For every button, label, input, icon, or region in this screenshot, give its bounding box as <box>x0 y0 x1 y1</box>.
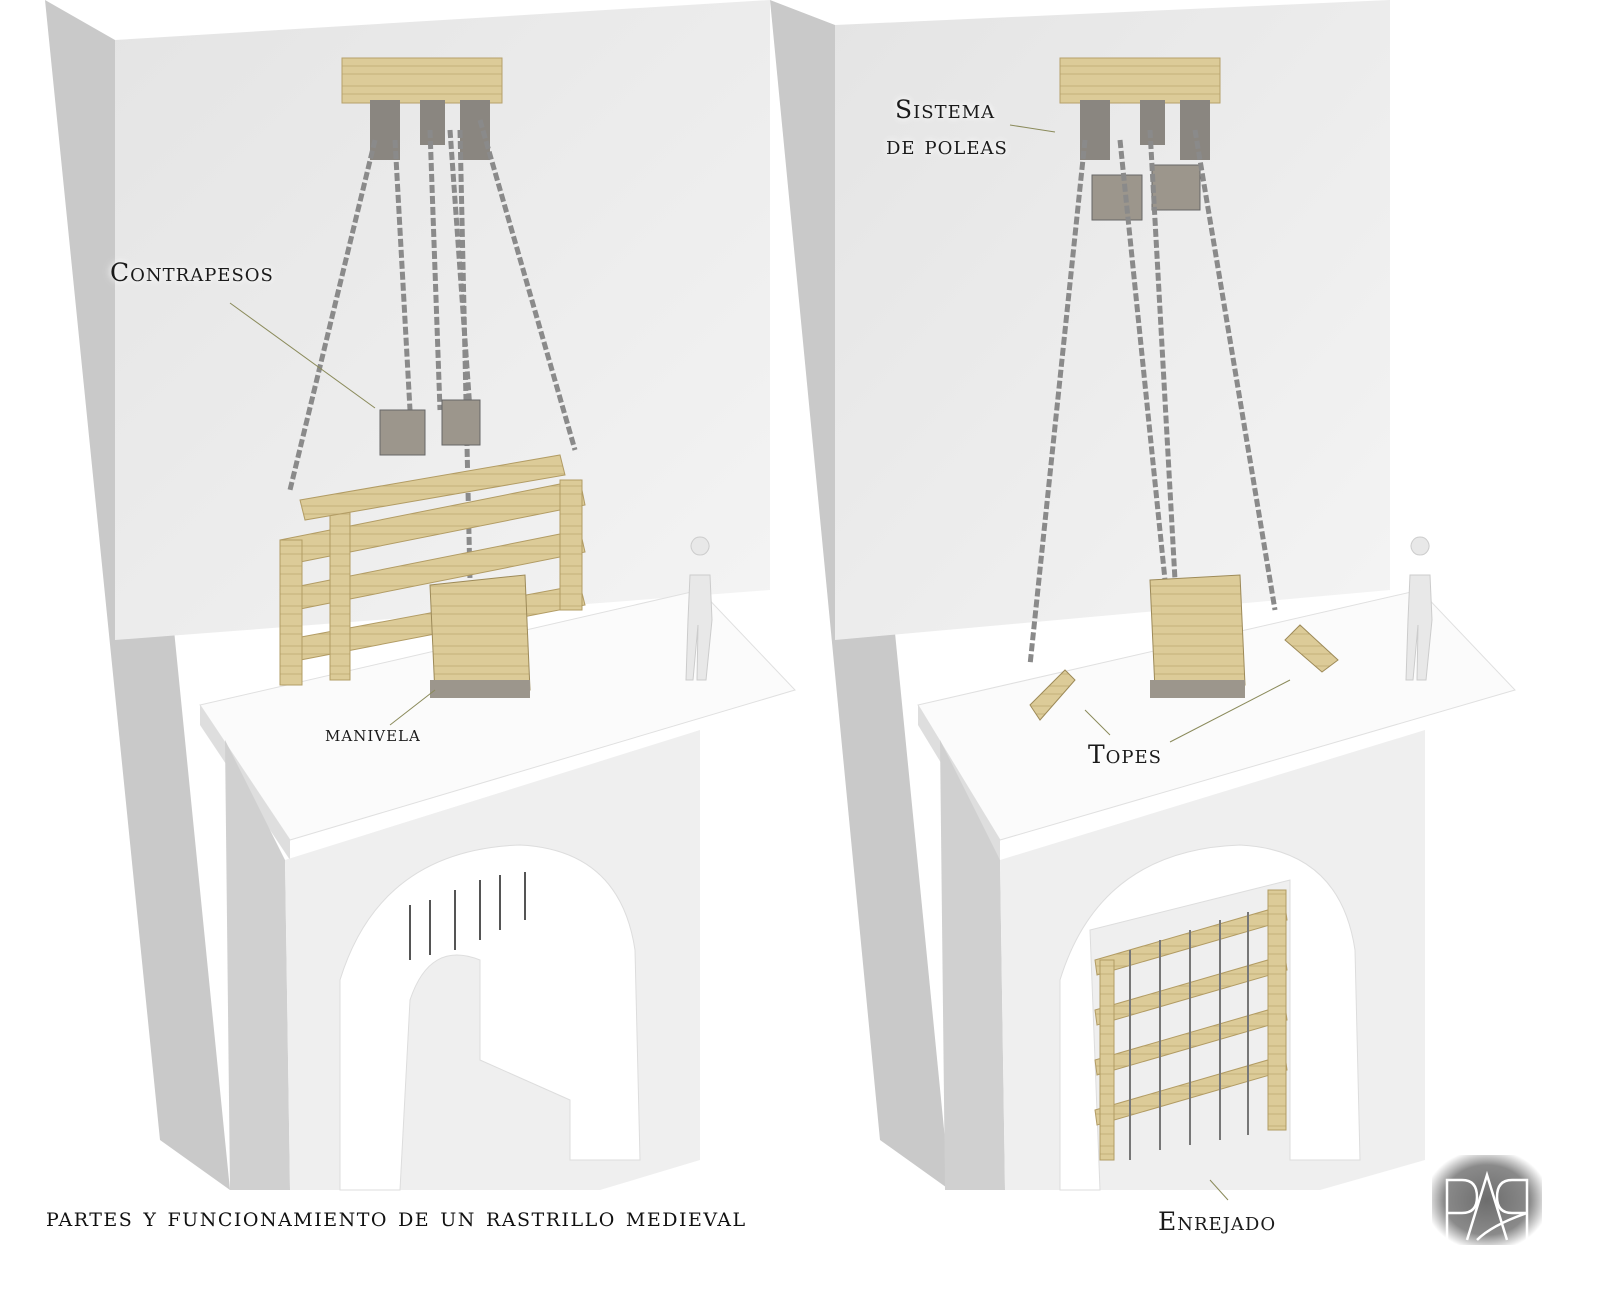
stop-block <box>1029 669 1076 721</box>
pulley-beam <box>341 57 503 160</box>
leader-line <box>229 302 376 409</box>
left-panel-raised <box>45 0 796 1191</box>
crank-winch <box>1149 574 1246 698</box>
portcullis-spikes <box>409 872 526 960</box>
crank-winch <box>429 574 531 698</box>
leader-line <box>389 689 436 726</box>
counterweight <box>1091 174 1143 221</box>
label-crank: manivela <box>325 722 421 747</box>
counterweight <box>379 409 426 456</box>
counterweight <box>441 399 481 446</box>
pulley-beam <box>1059 57 1221 160</box>
label-pulley-system-line2: de poleas <box>886 131 1008 160</box>
chains <box>1027 129 1278 666</box>
person-figure <box>1405 536 1433 681</box>
right-panel-lowered <box>770 0 1516 1201</box>
leader-line <box>1169 679 1291 743</box>
leader-line <box>1084 709 1111 736</box>
label-grating: Enrejado <box>1158 1207 1277 1236</box>
leader-line <box>1209 1179 1229 1201</box>
logo-mark <box>1445 1170 1529 1241</box>
logo <box>1432 1155 1542 1245</box>
diagram-title: Partes y funcionamiento de un rastrillo … <box>46 1202 747 1233</box>
label-stops: Topes <box>1088 740 1163 769</box>
stop-block <box>1284 624 1339 673</box>
grating-bars <box>1129 912 1249 1160</box>
counterweight <box>1151 164 1201 211</box>
label-counterweights: Contrapesos <box>110 258 274 287</box>
leader-line <box>1009 124 1056 133</box>
label-pulley-system-line1: Sistema <box>895 95 996 124</box>
person-figure <box>685 536 713 681</box>
